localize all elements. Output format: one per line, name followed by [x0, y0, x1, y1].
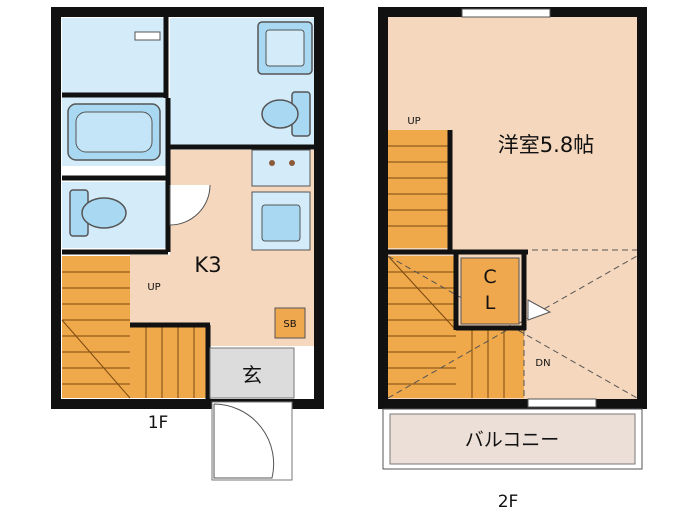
burner-right-icon [289, 160, 295, 166]
second-floor-label: 2F [498, 492, 519, 512]
balcony-window-icon [527, 398, 597, 408]
closet-label-l: L [485, 292, 496, 314]
second-floor-stairs-up [388, 130, 448, 248]
kitchen-label: K3 [194, 253, 221, 277]
entrance-floor [209, 347, 295, 399]
first-floor-stairs-up-label: UP [147, 282, 160, 293]
toilet-bowl-icon [261, 99, 299, 129]
kitchen-floor-extension [130, 255, 190, 325]
window-icon [461, 8, 551, 18]
closet [460, 257, 520, 325]
washroom-floor [62, 18, 166, 98]
closet-door-icon [527, 299, 552, 321]
first-floor-stair-treads [61, 271, 195, 399]
toilet-door-swing [169, 184, 211, 226]
second-floor-stairs-down-label: DN [535, 358, 550, 369]
shoe-box [274, 307, 306, 339]
second-floor-inner-walls [386, 130, 528, 331]
second-floor-stairs-down [388, 256, 456, 398]
bathtub-inner-icon [75, 111, 153, 153]
closet-label-c: C [483, 266, 496, 288]
second-floor-stairs-down-lower [456, 328, 524, 398]
first-floor-label: 1F [148, 413, 169, 433]
sink-basin-icon [265, 29, 305, 67]
first-floor-plan: K3 UP SB 玄 1F [51, 7, 324, 481]
first-floor-stairs-lower [130, 325, 208, 398]
kitchen-sink-icon [261, 204, 301, 242]
second-floor-plan: 洋室5.8帖 UP C L DN バルコニー 2F [378, 7, 647, 512]
stove-icon [251, 149, 311, 187]
shoe-box-label: SB [283, 319, 296, 330]
second-floor-stairs-up-label: UP [407, 116, 420, 127]
entrance-label: 玄 [242, 363, 262, 387]
balcony-floor [389, 413, 636, 465]
second-floor-stair-treads-down [387, 255, 505, 398]
entrance-door-swing [213, 403, 275, 479]
western-room-label: 洋室5.8帖 [498, 133, 594, 157]
first-floor-inner-walls [62, 16, 314, 400]
second-floor-stair-treads-up [388, 145, 448, 227]
toilet-bowl-icon-2 [81, 197, 127, 229]
balcony-label: バルコニー [465, 429, 560, 451]
washbasin-icon [134, 31, 161, 41]
burner-left-icon [269, 160, 275, 166]
first-floor-stairs [62, 256, 130, 398]
